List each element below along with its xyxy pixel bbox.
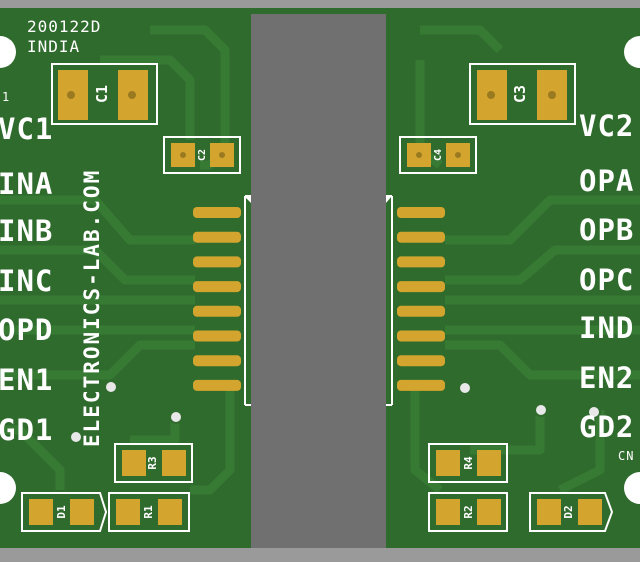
board-country: INDIA bbox=[27, 37, 81, 56]
ref-r4: R4 bbox=[462, 456, 475, 470]
pin-label-gd1: GD1 bbox=[0, 413, 54, 447]
ic-pin-right-4 bbox=[397, 281, 445, 293]
pin-label-ind: IND bbox=[579, 311, 635, 345]
ic-pins bbox=[193, 207, 445, 391]
ic-pin-right-1 bbox=[397, 207, 445, 218]
diode-d2 bbox=[529, 492, 614, 532]
resistor-r1 bbox=[108, 492, 190, 532]
ic-pin-right-3 bbox=[397, 256, 445, 268]
pin-label-en2: EN2 bbox=[579, 361, 635, 395]
pin-label-opb: OPB bbox=[579, 213, 635, 247]
mount-hole-top-right bbox=[624, 36, 640, 68]
ic-pin-left-2 bbox=[193, 231, 241, 243]
ref-c4: C4 bbox=[433, 148, 444, 162]
ref-r1: R1 bbox=[142, 505, 155, 519]
pin-label-ina: INA bbox=[0, 167, 54, 201]
pin-label-inb: INB bbox=[0, 214, 54, 248]
ic-pin-left-1 bbox=[193, 207, 241, 218]
edge-label-fragment-right: CN bbox=[618, 449, 635, 463]
pin-label-opc: OPC bbox=[579, 263, 635, 297]
pin-label-vc1: VC1 bbox=[0, 112, 54, 146]
board-code: 200122D bbox=[27, 17, 102, 36]
ref-r3: R3 bbox=[146, 456, 159, 470]
capacitor-c3 bbox=[469, 63, 576, 125]
ic-pin-left-8 bbox=[193, 379, 241, 391]
ic-body bbox=[251, 14, 386, 548]
resistor-r2 bbox=[428, 492, 508, 532]
mount-hole-top-left bbox=[0, 36, 16, 68]
ic-pin-left-4 bbox=[193, 281, 241, 293]
capacitor-c1 bbox=[51, 63, 158, 125]
ref-d1: D1 bbox=[55, 505, 68, 519]
vertical-site-text: ELECTRONICS-LAB.COM bbox=[80, 168, 104, 447]
ic-pin-right-5 bbox=[397, 305, 445, 317]
ic-pin-left-7 bbox=[193, 355, 241, 367]
capacitor-c2 bbox=[163, 136, 241, 174]
ic-pin-right-8 bbox=[397, 379, 445, 391]
mount-hole-bottom-right bbox=[624, 472, 640, 504]
ic-pin-right-2 bbox=[397, 231, 445, 243]
capacitor-c4 bbox=[399, 136, 477, 174]
pin-marker-right bbox=[386, 196, 392, 203]
ref-r2: R2 bbox=[462, 505, 475, 519]
pin-label-opa: OPA bbox=[579, 164, 635, 198]
ic-pin-left-3 bbox=[193, 256, 241, 268]
ref-c1: C1 bbox=[93, 84, 111, 104]
ic-pin-right-7 bbox=[397, 355, 445, 367]
vias bbox=[69, 380, 601, 444]
ic-pin-left-6 bbox=[193, 330, 241, 342]
ic-pin-left-5 bbox=[193, 305, 241, 317]
pin-label-en1: EN1 bbox=[0, 363, 54, 397]
pin-label-inc: INC bbox=[0, 264, 54, 298]
resistor-r4 bbox=[428, 443, 508, 483]
edge-label-fragment-left: 1 bbox=[2, 90, 11, 104]
pin-label-opd: OPD bbox=[0, 313, 54, 347]
ic-pin-right-6 bbox=[397, 330, 445, 342]
pin1-marker bbox=[244, 196, 251, 203]
ref-d2: D2 bbox=[562, 505, 575, 519]
diode-d1 bbox=[21, 492, 108, 532]
ref-c2: C2 bbox=[197, 148, 208, 162]
pin-label-gd2: GD2 bbox=[579, 410, 635, 444]
pin-label-vc2: VC2 bbox=[579, 109, 635, 143]
ref-c3: C3 bbox=[511, 84, 529, 104]
resistor-r3 bbox=[114, 443, 193, 483]
mount-hole-bottom-left bbox=[0, 472, 16, 504]
